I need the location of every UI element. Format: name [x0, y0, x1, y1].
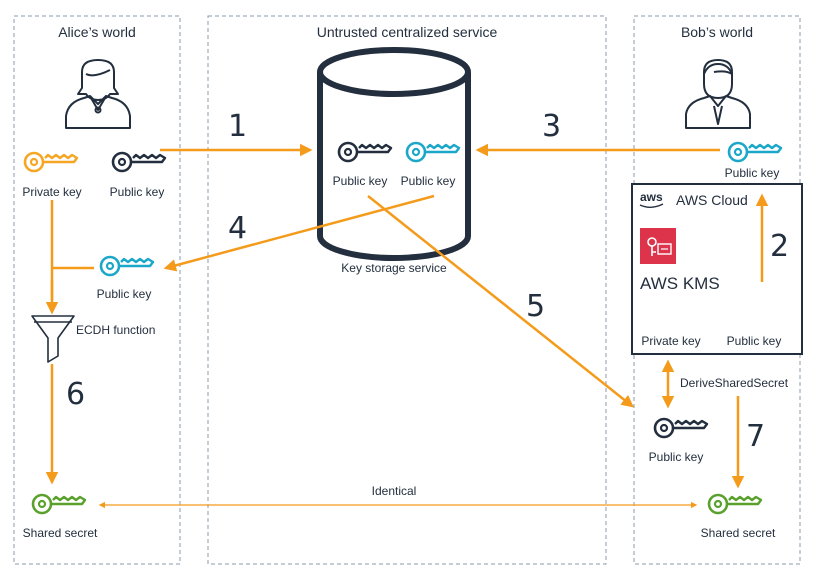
- bob-world-title: Bob’s world: [681, 24, 753, 40]
- service-title: Untrusted centralized service: [317, 24, 498, 40]
- alice-shared-secret-label: Shared secret: [23, 526, 98, 540]
- kms-private-key-label: Private key: [641, 334, 700, 348]
- service-key1-label: Public key: [333, 174, 388, 188]
- key-storage-cylinder: [317, 47, 471, 261]
- step-1: 1: [228, 109, 247, 144]
- bob-public-key-icon: [727, 141, 783, 163]
- bob-avatar-icon: [685, 59, 751, 129]
- step-2: 2: [770, 229, 789, 264]
- aws-cloud-label: AWS Cloud: [676, 192, 748, 208]
- alice-received-public-key-label: Public key: [97, 287, 152, 301]
- alice-public-key-label: Public key: [110, 185, 165, 199]
- service-public-key-2-icon: [405, 141, 461, 163]
- kms-public-key-label: Public key: [727, 334, 782, 348]
- kms-label: AWS KMS: [640, 274, 720, 293]
- kms-service-icon: [640, 228, 676, 264]
- step-6: 6: [66, 377, 85, 412]
- alice-private-key-icon: [23, 151, 79, 173]
- alice-avatar-icon: [65, 59, 131, 129]
- ecdh-label: ECDH function: [76, 323, 155, 337]
- bob-shared-secret-label: Shared secret: [701, 526, 776, 540]
- service-key2-label: Public key: [401, 174, 456, 188]
- aws-cloud-box: [631, 183, 803, 355]
- bob-shared-secret-icon: [707, 493, 763, 515]
- arrow-4: [163, 194, 435, 272]
- ecdh-funnel-icon: [31, 315, 75, 363]
- service-panel: [207, 15, 607, 565]
- alice-private-key-label: Private key: [22, 185, 81, 199]
- aws-logo-text: aws: [640, 190, 663, 204]
- alice-received-public-key-icon: [99, 255, 155, 277]
- aws-logo-smile-icon: [639, 203, 664, 208]
- step-3: 3: [542, 109, 561, 144]
- step-4: 4: [228, 211, 247, 246]
- bob-received-public-key-label: Public key: [649, 450, 704, 464]
- storage-label: Key storage service: [341, 261, 447, 275]
- step-7: 7: [746, 419, 765, 454]
- identical-label: Identical: [372, 484, 417, 498]
- arrow-5: [367, 195, 634, 408]
- alice-public-key-icon: [111, 151, 167, 173]
- bob-public-key-label: Public key: [725, 166, 780, 180]
- step-5: 5: [526, 289, 545, 324]
- derive-shared-secret-label: DeriveSharedSecret: [680, 376, 789, 390]
- alice-shared-secret-icon: [31, 493, 87, 515]
- alice-world-title: Alice’s world: [58, 24, 136, 40]
- service-public-key-1-icon: [337, 141, 393, 163]
- bob-received-public-key-icon: [653, 417, 709, 439]
